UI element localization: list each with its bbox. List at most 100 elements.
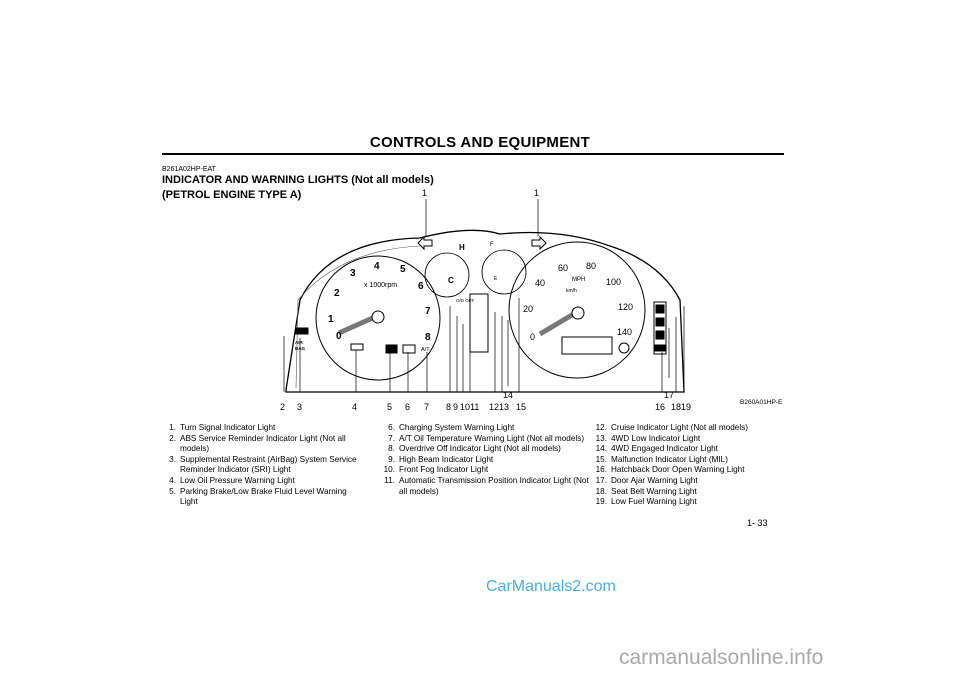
- oil-pressure-lamp-icon: [350, 343, 364, 351]
- tach-unit-label: x 1000rpm: [364, 282, 397, 289]
- legend-item: 15.Malfunction Indicator Light (MIL): [595, 454, 728, 464]
- low-fuel-lamp-icon: [653, 344, 666, 352]
- speedo-tick-80: 80: [586, 261, 596, 271]
- legend-item: 11.Automatic Transmission Position Indic…: [384, 475, 589, 496]
- legend-item: 5.Parking Brake/Low Brake Fluid Level Wa…: [169, 486, 347, 507]
- legend-column-2: 6.Charging System Warning Light 7.A/T Oi…: [381, 423, 591, 497]
- callout-6: 6: [405, 402, 410, 412]
- fuel-full-label: F: [490, 242, 494, 248]
- legend-item: 13.4WD Low Indicator Light: [595, 433, 701, 443]
- callout-14: 14: [503, 390, 513, 400]
- speedo-tick-120: 120: [618, 302, 633, 312]
- callout-3: 3: [297, 402, 302, 412]
- watermark-carmanualsonline[interactable]: carmanualsonline.info: [619, 646, 824, 669]
- callout-8: 8: [446, 402, 451, 412]
- legend-item: 14.4WD Engaged Indicator Light: [595, 444, 718, 454]
- speedo-unit-mph: MPH: [572, 277, 585, 283]
- legend-item: 1.Turn Signal Indicator Light: [169, 423, 276, 432]
- od-off-label: O/D OFF: [456, 298, 474, 303]
- callout-2: 2: [280, 402, 285, 412]
- legend-item: 8.Overdrive Off Indicator Light (Not all…: [388, 444, 561, 454]
- legend-item: 18.Seat Belt Warning Light: [595, 486, 697, 496]
- cluster-housing: [285, 229, 685, 393]
- tach-tick-4: 4: [374, 261, 380, 272]
- door-ajar-lamp-icon: [655, 317, 665, 327]
- speedo-needle: [538, 309, 579, 337]
- page-number: 1- 33: [747, 518, 768, 528]
- legend-column-3: 12.Cruise Indicator Light (Not all model…: [593, 423, 793, 508]
- callout-12: 12: [489, 402, 499, 412]
- temp-hot-label: H: [459, 243, 465, 252]
- legend-item: 12.Cruise Indicator Light (Not all model…: [595, 423, 748, 432]
- legend-item: 16.Hatchback Door Open Warning Light: [595, 465, 745, 475]
- fuel-empty-label: E: [494, 276, 498, 282]
- airbag-label-line2: BAG: [295, 346, 305, 351]
- tach-tick-0: 0: [336, 331, 342, 342]
- indicator-lamp-panel: [469, 293, 489, 353]
- charging-lamp-icon: [402, 344, 416, 354]
- callout-17: 17: [664, 390, 674, 400]
- turn-signal-left-icon: [417, 235, 433, 251]
- legend-item: 6.Charging System Warning Light: [388, 423, 515, 432]
- section-code: B261A02HP-EAT: [162, 166, 216, 173]
- right-indicator-strip: [653, 301, 667, 355]
- tach-hub: [371, 310, 385, 324]
- cluster-rim-left: [295, 245, 421, 389]
- callout-19: 19: [681, 402, 691, 412]
- abs-lamp-icon: [295, 327, 309, 335]
- at-label: A/T: [421, 347, 430, 353]
- callout-18: 18: [671, 402, 681, 412]
- callout-10: 10: [460, 402, 470, 412]
- legend-item: 9.High Beam Indicator Light: [388, 454, 494, 464]
- legend-item: 2.ABS Service Reminder Indicator Light (…: [169, 433, 346, 454]
- tach-tick-8: 8: [425, 332, 431, 343]
- callout-leader-lines: [283, 199, 685, 392]
- tach-tick-7: 7: [425, 306, 431, 317]
- tach-tick-3: 3: [350, 268, 356, 279]
- temp-cold-label: C: [448, 276, 454, 285]
- fuel-gauge-dial: [481, 249, 527, 295]
- tach-tick-1: 1: [328, 314, 334, 325]
- header-rule: [162, 153, 784, 155]
- callout-16: 16: [655, 402, 665, 412]
- callout-11: 11: [470, 402, 479, 412]
- speedo-unit-kmh: km/h: [566, 288, 577, 294]
- legend-item: 3.Supplemental Restraint (AirBag) System…: [169, 454, 357, 475]
- tach-needle: [337, 313, 379, 336]
- legend-item: 4.Low Oil Pressure Warning Light: [169, 475, 295, 485]
- speedo-hub: [571, 306, 585, 320]
- section-subtitle: (PETROL ENGINE TYPE A): [162, 189, 302, 201]
- temp-gauge-dial: [424, 252, 470, 298]
- turn-signal-right-icon: [531, 235, 547, 251]
- page-header-title: CONTROLS AND EQUIPMENT: [369, 134, 591, 151]
- watermark-carmanuals2[interactable]: CarManuals2.com: [486, 578, 616, 595]
- parking-brake-lamp-icon: [385, 344, 398, 354]
- airbag-label-line1: AIR: [295, 340, 304, 345]
- seat-belt-lamp-icon: [655, 330, 665, 340]
- trip-reset-knob: [618, 342, 630, 354]
- hatchback-lamp-icon: [655, 304, 665, 314]
- speedo-tick-40: 40: [535, 278, 545, 288]
- speedo-tick-140: 140: [617, 327, 632, 337]
- callout-1-right: 1: [534, 188, 539, 198]
- legend-item: 19.Low Fuel Warning Light: [595, 497, 697, 507]
- legend-item: 17.Door Ajar Warning Light: [595, 475, 698, 485]
- callout-9: 9: [453, 402, 458, 412]
- legend-item: 7.A/T Oil Temperature Warning Light (Not…: [388, 433, 585, 443]
- speedometer-dial: [508, 241, 646, 379]
- odometer-lcd: [561, 336, 613, 355]
- speedo-tick-60: 60: [558, 263, 568, 273]
- callout-4: 4: [352, 402, 357, 412]
- speedo-tick-20: 20: [523, 304, 533, 314]
- section-title: INDICATOR AND WARNING LIGHTS (Not all mo…: [162, 174, 434, 186]
- callout-1-left: 1: [422, 188, 427, 198]
- callout-13: 13: [499, 402, 509, 412]
- callout-5: 5: [387, 402, 392, 412]
- speedo-tick-100: 100: [606, 277, 621, 287]
- figure-code: B260A01HP-E: [740, 399, 783, 406]
- callout-7: 7: [424, 402, 429, 412]
- tach-tick-2: 2: [334, 288, 340, 299]
- callout-15: 15: [516, 402, 526, 412]
- legend-item: 10.Front Fog Indicator Light: [383, 465, 489, 475]
